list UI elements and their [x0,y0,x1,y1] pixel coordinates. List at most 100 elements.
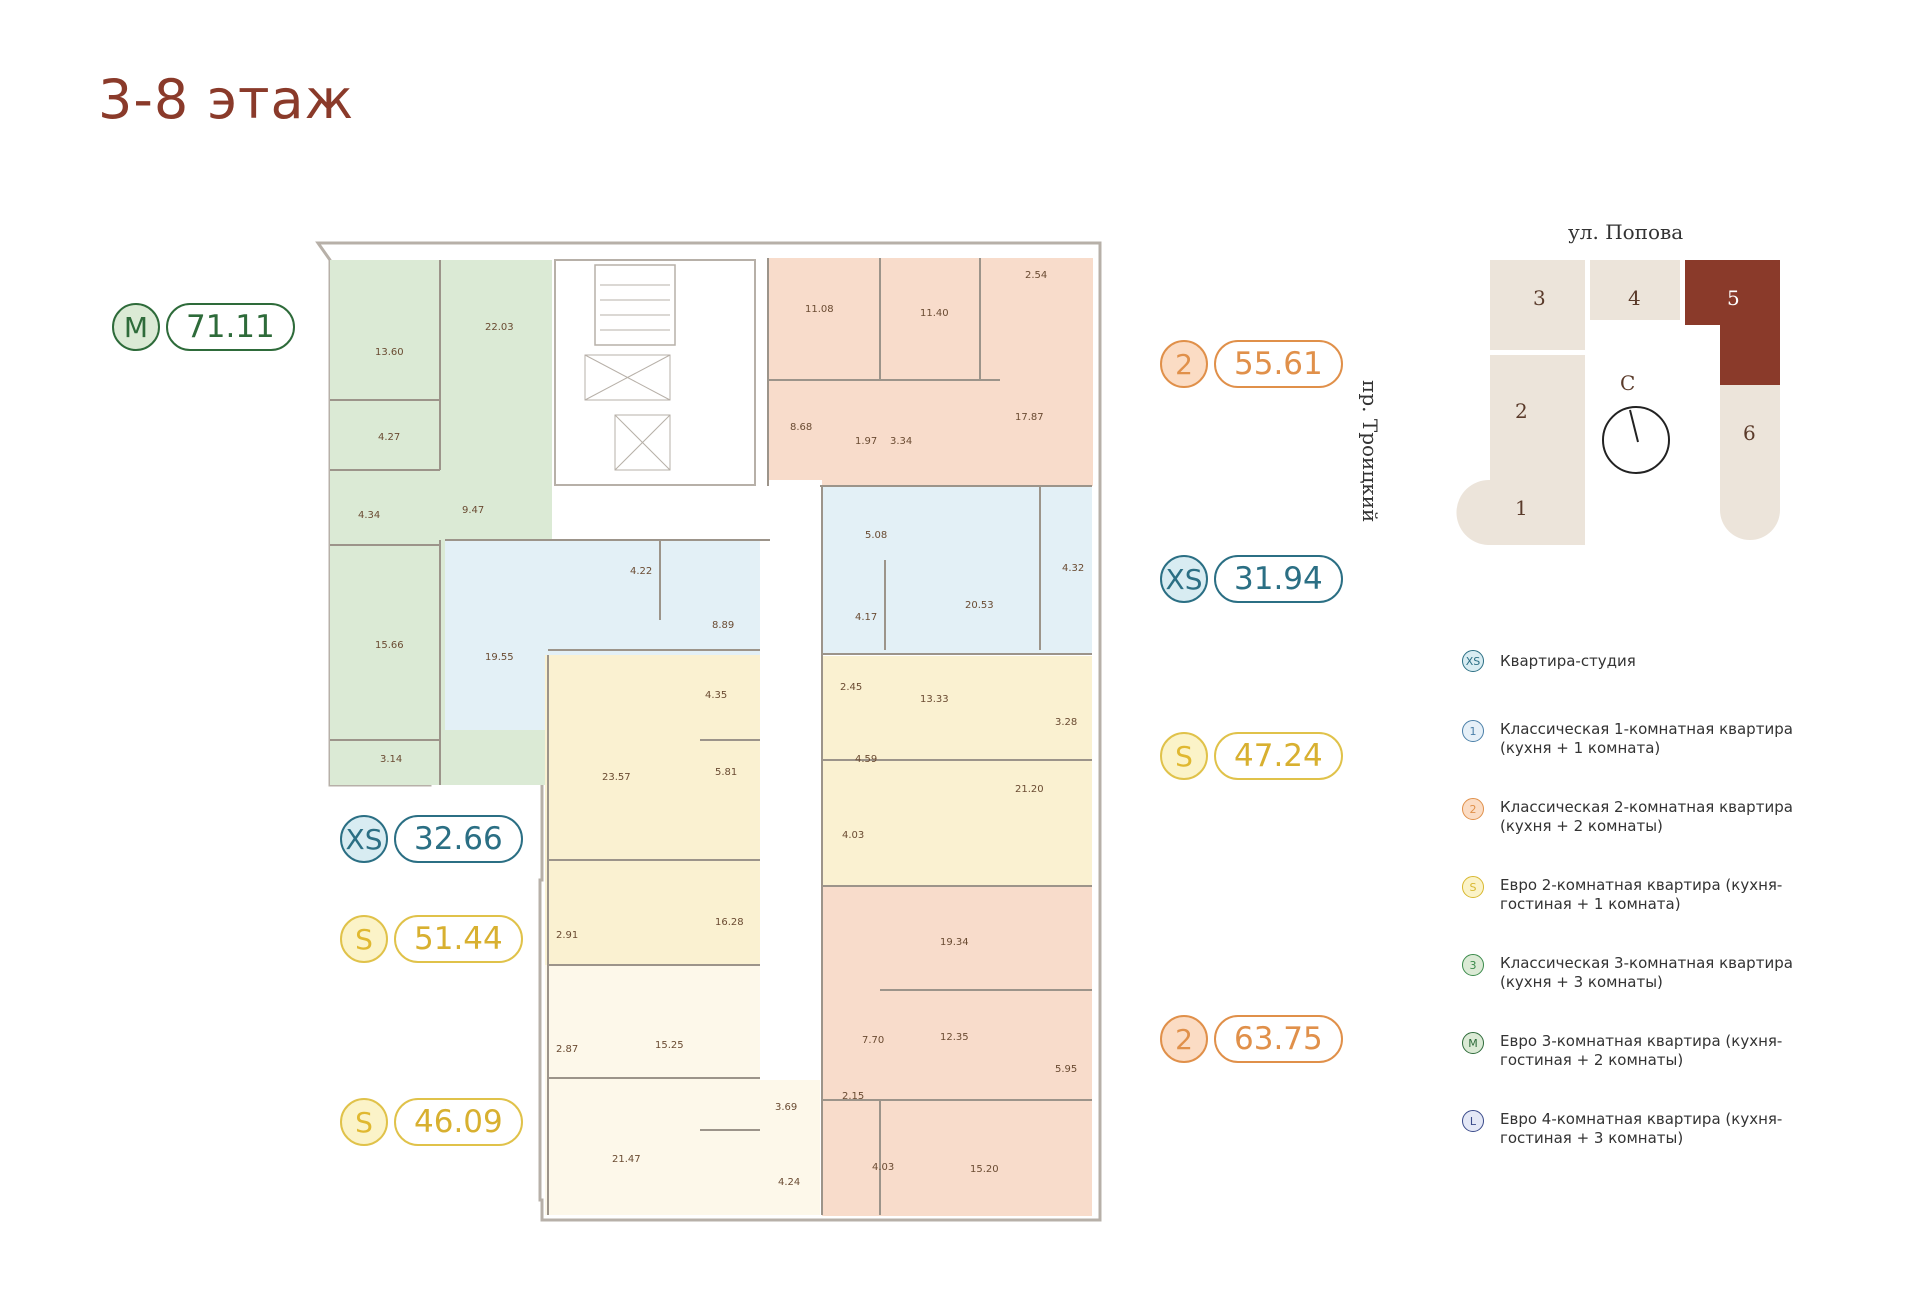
room-area: 11.08 [805,304,834,315]
room-area: 2.87 [556,1044,578,1055]
tag-apartment-2-bottom[interactable]: 2 63.75 [1160,1015,1343,1063]
room-area: 21.20 [1015,784,1044,795]
room-area: 3.28 [1055,717,1077,728]
type-badge: S [340,1098,388,1146]
room-area: 13.60 [375,347,404,358]
building-label: 1 [1515,496,1528,520]
legend-badge: S [1462,876,1484,898]
room-area: 3.34 [890,436,912,447]
room-area: 1.97 [855,436,877,447]
room-area: 2.91 [556,930,578,941]
room-area: 4.03 [842,830,864,841]
apartment-2-bottom-area[interactable] [822,886,1092,1216]
type-badge: XS [340,815,388,863]
tag-apartment-s-mid[interactable]: S 51.44 [340,915,523,963]
type-badge: XS [1160,555,1208,603]
legend-badge: L [1462,1110,1484,1132]
legend-text: Евро 4-комнатная квартира (кухня-гостина… [1500,1110,1783,1147]
page-title: 3-8 этаж [98,68,355,131]
building-2[interactable] [1490,355,1585,470]
room-area: 4.24 [778,1177,800,1188]
room-area: 8.68 [790,422,812,433]
building-label: 4 [1628,286,1641,310]
room-area: 22.03 [485,322,514,333]
room-area: 4.34 [358,510,380,521]
building-1[interactable] [1456,470,1585,545]
room-area: 2.45 [840,682,862,693]
type-badge: 2 [1160,1015,1208,1063]
building-3[interactable] [1490,260,1585,350]
area-label: 63.75 [1214,1015,1343,1063]
room-area: 2.15 [842,1091,864,1102]
room-area: 5.08 [865,530,887,541]
apartment-s-right-area[interactable] [822,656,1092,886]
legend-badge: 3 [1462,954,1484,976]
area-label: 46.09 [394,1098,523,1146]
area-label: 32.66 [394,815,523,863]
room-area: 15.66 [375,640,404,651]
legend-text: Классическая 1-комнатная квартира (кухня… [1500,720,1793,757]
type-badge: 2 [1160,340,1208,388]
room-area: 3.69 [775,1102,797,1113]
apartment-s-mid-lower [545,965,760,1080]
building-label: 3 [1533,286,1546,310]
room-area: 2.54 [1025,270,1047,281]
street-top-label: ул. Попова [1568,220,1684,244]
apartment-2-top-area[interactable] [768,258,1093,486]
room-area: 11.40 [920,308,949,319]
room-area: 5.95 [1055,1064,1077,1075]
room-area: 15.25 [655,1040,684,1051]
type-badge: S [340,915,388,963]
area-label: 47.24 [1214,732,1343,780]
tag-apartment-s-right[interactable]: S 47.24 [1160,732,1343,780]
corridor [760,480,822,1050]
legend-badge: M [1462,1032,1484,1054]
tag-apartment-xs-left[interactable]: XS 32.66 [340,815,523,863]
legend-text: Классическая 3-комнатная квартира (кухня… [1500,954,1793,991]
apartment-xs-right-area[interactable] [822,486,1092,654]
legend-badge: XS [1462,650,1484,672]
legend-text: Евро 3-комнатная квартира (кухня-гостина… [1500,1032,1783,1069]
type-badge: M [112,303,160,351]
room-area: 4.59 [855,754,877,765]
tag-apartment-m[interactable]: M 71.11 [112,303,295,351]
compass-icon [1602,406,1670,474]
legend-badge: 2 [1462,798,1484,820]
room-area: 17.87 [1015,412,1044,423]
apartment-s-mid-area[interactable] [545,655,760,965]
stair-core [554,259,756,486]
area-label: 55.61 [1214,340,1343,388]
legend-text: Евро 2-комнатная квартира (кухня-гостина… [1500,876,1783,913]
building-6[interactable] [1720,385,1780,540]
tag-apartment-s-bottom[interactable]: S 46.09 [340,1098,523,1146]
room-area: 21.47 [612,1154,641,1165]
legend-text: Классическая 2-комнатная квартира (кухня… [1500,798,1793,835]
area-label: 71.11 [166,303,295,351]
room-area: 15.20 [970,1164,999,1175]
building-label: 6 [1743,421,1756,445]
building-label: 2 [1515,399,1528,423]
room-area: 4.27 [378,432,400,443]
room-area: 16.28 [715,917,744,928]
room-area: 12.35 [940,1032,969,1043]
legend-text: Квартира-студия [1500,652,1636,670]
room-area: 19.34 [940,937,969,948]
tag-apartment-2-top[interactable]: 2 55.61 [1160,340,1343,388]
apartment-s-bottom-area[interactable] [545,1080,820,1215]
room-area: 19.55 [485,652,514,663]
room-area: 9.47 [462,505,484,516]
room-area: 4.32 [1062,563,1084,574]
tag-apartment-xs-right[interactable]: XS 31.94 [1160,555,1343,603]
room-area: 4.17 [855,612,877,623]
area-label: 31.94 [1214,555,1343,603]
room-area: 23.57 [602,772,631,783]
legend-badge: 1 [1462,720,1484,742]
room-area: 20.53 [965,600,994,611]
building-4[interactable] [1590,260,1680,320]
room-area: 3.14 [380,754,402,765]
room-area: 8.89 [712,620,734,631]
site-map: 3 4 5 2 6 1 С [1456,260,1780,545]
building-label: 5 [1727,286,1740,310]
room-area: 4.35 [705,690,727,701]
